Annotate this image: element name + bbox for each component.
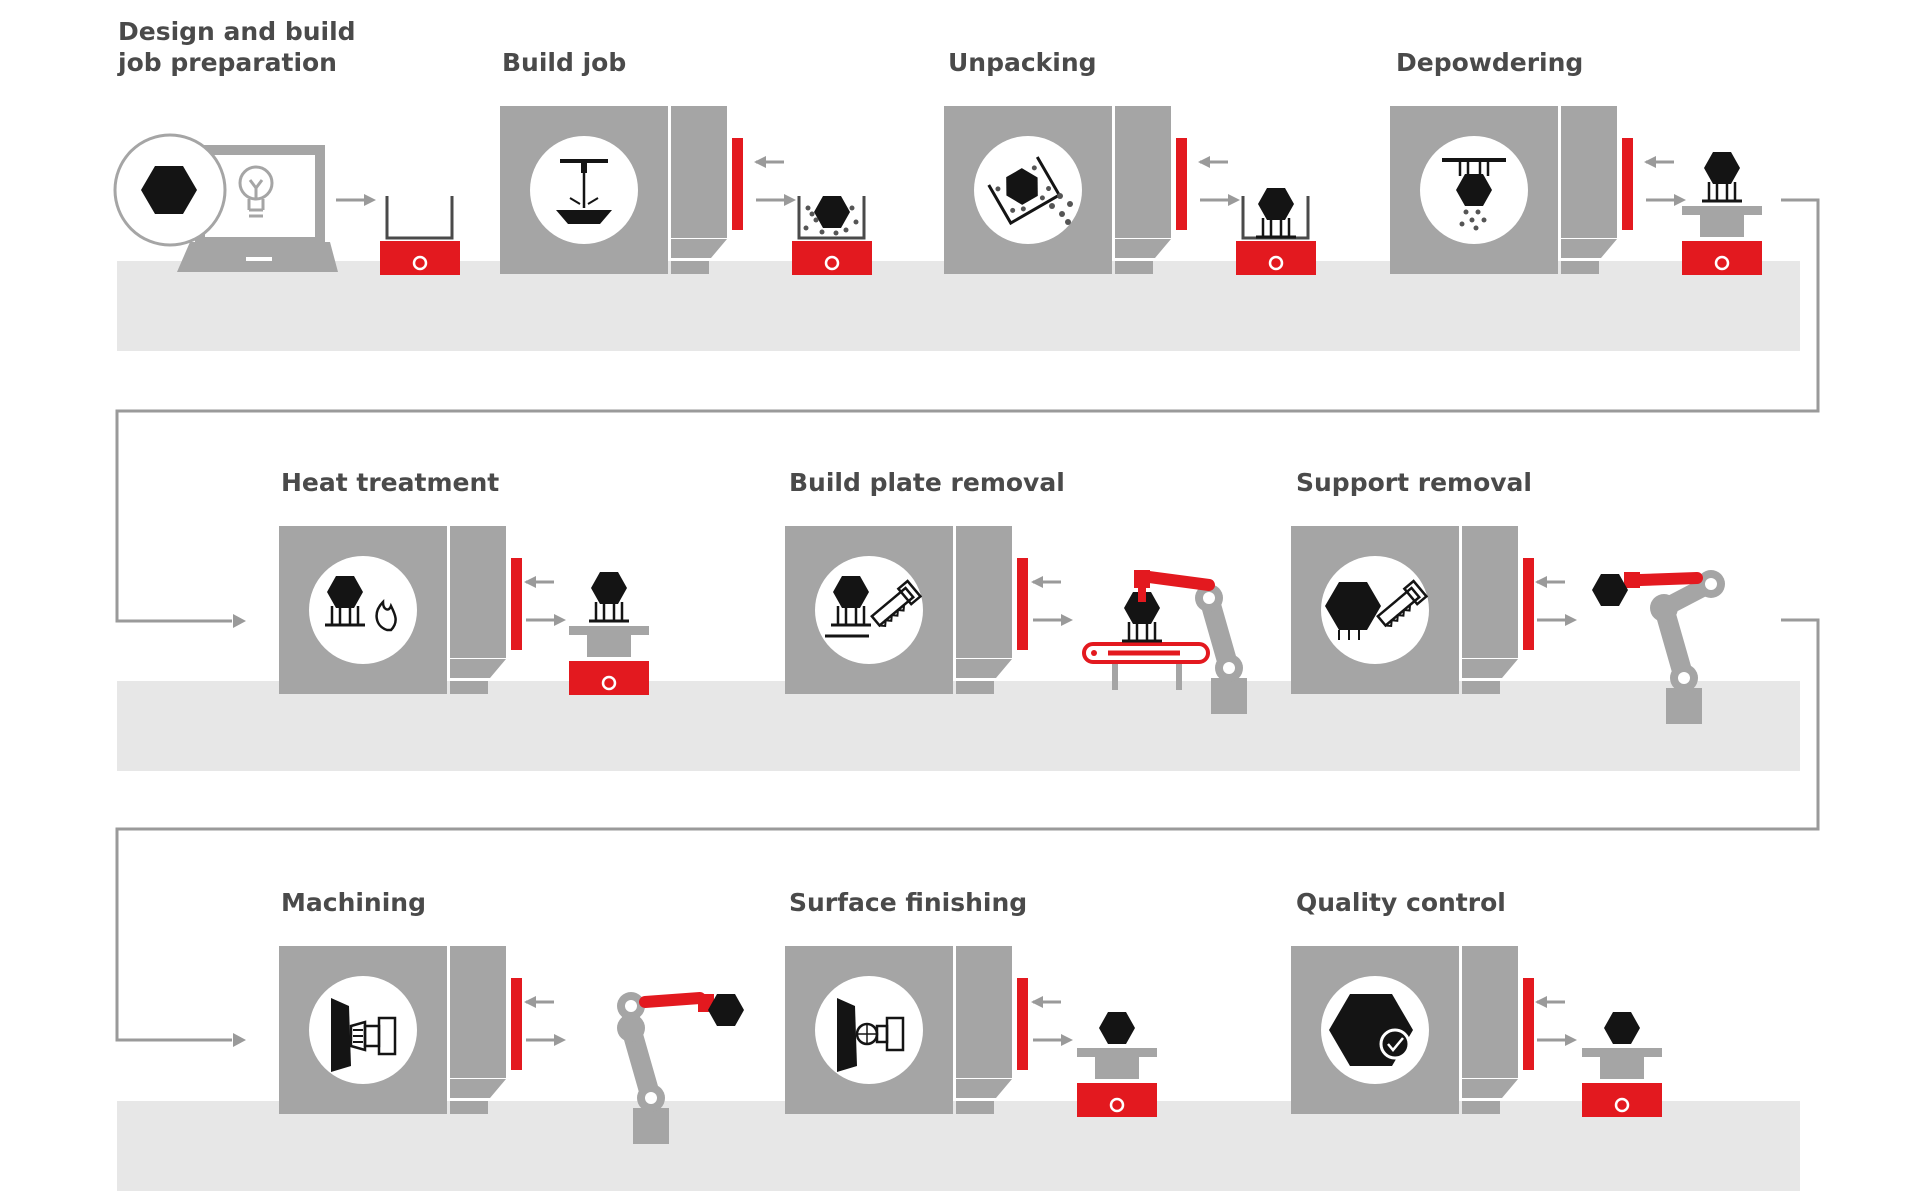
depowdering-arrows: [1642, 154, 1688, 208]
finishing-tool-icon: [837, 998, 905, 1072]
surface-finishing-arrows: [1029, 994, 1075, 1048]
depowdering-output: [1680, 152, 1764, 277]
build-job-machine: [500, 106, 743, 274]
flame-icon: [375, 598, 397, 632]
step-title-unpacking: Unpacking: [948, 48, 1097, 77]
machining-robot: [617, 992, 744, 1144]
design-station: [113, 133, 338, 272]
step-title-quality-control: Quality control: [1296, 888, 1506, 917]
saw-support-icon: [1376, 579, 1429, 628]
machining-machine: [279, 946, 522, 1114]
step-title-design-line2: job preparation: [118, 48, 337, 77]
build-box-powder: [790, 196, 874, 277]
build-job-arrows: [752, 154, 798, 208]
arrow-right-1: [334, 192, 378, 208]
quality-control-arrows: [1533, 994, 1579, 1048]
step-title-design-line1: Design and build: [118, 17, 356, 46]
build-plate-removal-machine: [785, 526, 1028, 694]
empty-build-box: [378, 196, 462, 277]
powder-drop-icon: [1442, 158, 1506, 231]
flow-arrowhead-1: [233, 614, 246, 628]
saw-plate-icon: [870, 579, 923, 628]
printer-nozzle-icon: [556, 159, 612, 224]
floor-row-1: [117, 261, 1800, 351]
unpacking-machine: [944, 106, 1187, 274]
floor-row-2: [117, 681, 1800, 771]
step-title-build-plate-removal: Build plate removal: [789, 468, 1065, 497]
flow-connector-2: [115, 618, 1820, 1042]
step-title-surface-finishing: Surface finishing: [789, 888, 1028, 917]
step-title-machining: Machining: [281, 888, 426, 917]
flow-connector-1: [115, 198, 1820, 623]
heat-treatment-arrows: [522, 574, 568, 628]
support-removal-arrows: [1533, 574, 1579, 628]
milling-tool-icon: [331, 998, 397, 1072]
check-badge-icon: [1329, 994, 1413, 1066]
quality-control-output: [1580, 1012, 1664, 1119]
heat-treatment-output: [567, 572, 651, 697]
depowdering-machine: [1390, 106, 1633, 274]
machining-arrows: [522, 994, 568, 1048]
step-title-support-removal: Support removal: [1296, 468, 1532, 497]
step-title-build-job: Build job: [502, 48, 627, 77]
floor-row-3: [117, 1101, 1800, 1191]
conveyor-robot: [1082, 570, 1247, 714]
powder-unpack-icon: [987, 156, 1062, 226]
step-title-depowdering: Depowdering: [1396, 48, 1584, 77]
surface-finishing-output: [1075, 1012, 1159, 1119]
step-title-design: Design and build job preparation: [118, 16, 356, 78]
build-plate-removal-arrows: [1029, 574, 1075, 628]
lightbulb-icon: [238, 165, 274, 218]
quality-control-machine: [1291, 946, 1534, 1114]
support-removal-machine: [1291, 526, 1534, 694]
surface-finishing-machine: [785, 946, 1028, 1114]
step-title-heat-treatment: Heat treatment: [281, 468, 500, 497]
support-removal-robot: [1592, 570, 1725, 724]
part-hexagon-icon: [1592, 574, 1628, 606]
unpacking-arrows: [1196, 154, 1242, 208]
flow-arrowhead-2: [233, 1033, 246, 1047]
build-box-part: [1234, 188, 1318, 277]
heat-treatment-machine: [279, 526, 522, 694]
